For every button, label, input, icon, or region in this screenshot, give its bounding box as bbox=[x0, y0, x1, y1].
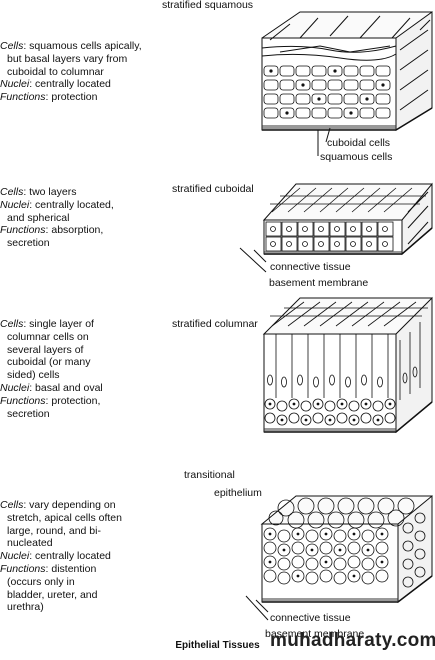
functions-key: Functions bbox=[0, 91, 46, 104]
cells-text: : two layers bbox=[23, 186, 77, 198]
functions-text-cont: bladder, ureter, and bbox=[7, 588, 98, 601]
nuclei-key: Nuclei bbox=[0, 78, 30, 91]
cells-key: Cells bbox=[0, 499, 24, 511]
functions-text-cont: (occurs only in bbox=[7, 575, 75, 588]
cells-text-cont: sided) cells bbox=[7, 369, 60, 382]
cuboidal-description: Cells: two layers Nuclei: centrally loca… bbox=[0, 186, 170, 250]
cells-text: : single layer of bbox=[23, 318, 94, 330]
columnar-title: stratified columnar bbox=[172, 318, 258, 330]
functions-key: Functions bbox=[0, 562, 46, 575]
stratified-squamous-illustration bbox=[261, 11, 433, 156]
figure-caption: Epithelial Tissues bbox=[175, 640, 260, 651]
functions-text: : distention bbox=[45, 562, 97, 575]
squamous-cells-label: squamous cells bbox=[320, 151, 393, 163]
squamous-title: stratified squamous bbox=[162, 0, 254, 11]
transitional-title-2: epithelium bbox=[214, 487, 262, 499]
transitional-illustration bbox=[245, 494, 433, 621]
stratified-cuboidal-illustration bbox=[239, 182, 433, 273]
cuboidal-title: stratified cuboidal bbox=[172, 183, 254, 195]
transitional-description: Cells: vary depending on stretch, apical… bbox=[0, 499, 170, 614]
cells-text: : squamous cells apically, bbox=[23, 40, 142, 52]
functions-text-cont: secretion bbox=[7, 407, 50, 420]
nuclei-key: Nuclei bbox=[0, 381, 30, 394]
cells-text: : vary depending on bbox=[23, 499, 116, 511]
cells-text-cont: columnar cells on bbox=[7, 330, 89, 343]
connective-tissue-label: connective tissue bbox=[270, 612, 351, 624]
basement-membrane-label: basement membrane bbox=[269, 277, 369, 289]
functions-text-cont: urethra) bbox=[7, 601, 44, 614]
functions-key: Functions bbox=[0, 224, 46, 237]
cuboidal-cells-label: cuboidal cells bbox=[327, 137, 391, 149]
squamous-description: Cells: squamous cells apically, but basa… bbox=[0, 40, 170, 104]
functions-key: Functions bbox=[0, 394, 46, 407]
nuclei-text-cont: and spherical bbox=[7, 211, 70, 224]
functions-text: : absorption, bbox=[45, 224, 104, 237]
nuclei-key: Nuclei bbox=[0, 550, 30, 563]
cells-key: Cells bbox=[0, 318, 24, 330]
cells-text-cont: nucleated bbox=[7, 537, 53, 550]
cells-text-cont: but basal layers vary from bbox=[7, 52, 128, 65]
transitional-title: transitional bbox=[184, 469, 235, 481]
nuclei-text: : centrally located bbox=[29, 550, 111, 563]
cells-key: Cells bbox=[0, 186, 24, 198]
cells-text-cont: stretch, apical cells often bbox=[7, 511, 122, 524]
columnar-description: Cells: single layer of columnar cells on… bbox=[0, 318, 170, 420]
nuclei-text: : basal and oval bbox=[29, 381, 103, 394]
functions-text: : protection bbox=[45, 91, 98, 104]
functions-text: : protection, bbox=[45, 394, 101, 407]
cells-key: Cells bbox=[0, 40, 24, 52]
nuclei-text: : centrally located bbox=[29, 78, 111, 91]
functions-text-cont: secretion bbox=[7, 237, 50, 250]
connective-tissue-label: connective tissue bbox=[270, 261, 351, 273]
cells-text-cont: cuboidal (or many bbox=[7, 356, 91, 369]
cells-text-cont: several layers of bbox=[7, 343, 84, 356]
nuclei-key: Nuclei bbox=[0, 198, 30, 211]
stratified-columnar-illustration bbox=[262, 296, 433, 434]
cells-text-cont: cuboidal to columnar bbox=[7, 65, 104, 78]
watermark: muhadharaty.com bbox=[270, 630, 435, 651]
nuclei-text: : centrally located, bbox=[29, 198, 114, 211]
cells-text-cont: large, round, and bi- bbox=[7, 524, 101, 537]
basement-membrane-label: basement membrane bbox=[265, 628, 365, 640]
